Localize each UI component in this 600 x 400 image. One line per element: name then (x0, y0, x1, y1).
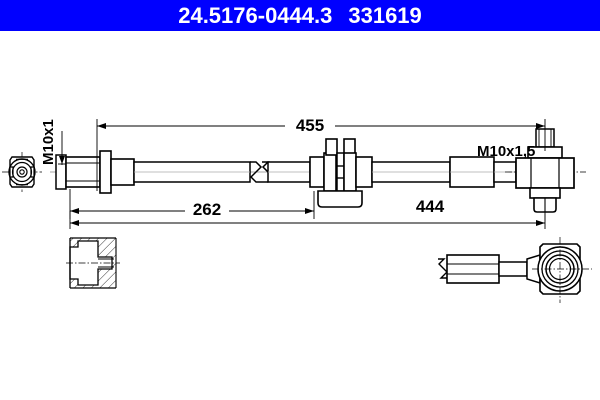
thread-label-left-text: M10x1 (40, 119, 57, 165)
left-fitting (55, 150, 135, 194)
dimension-455: 455 (96, 114, 546, 191)
hose-assembly-side-view (50, 126, 586, 221)
dimension-262: 262 (69, 189, 315, 220)
hose-right-run (371, 161, 451, 183)
dimension-444: 444 (69, 194, 546, 229)
catalog-number: 331619 (348, 2, 422, 28)
hose-mid-run (267, 161, 311, 183)
thread-label-right-text: M10x1,5 (477, 143, 535, 160)
header-banner: 24.5176-0444.3 331619 (0, 0, 600, 31)
center-bracket-clip (309, 138, 373, 208)
brake-hose-drawing: 455 262 444 (2, 114, 592, 303)
part-number: 24.5176-0444.3 (178, 2, 333, 28)
right-sleeve (449, 156, 495, 188)
banjo-fitting (505, 126, 586, 221)
dimension-262-label: 262 (193, 200, 221, 219)
thread-label-right: M10x1,5 (477, 143, 535, 160)
thread-label-left: M10x1 (40, 119, 66, 165)
dimension-444-label: 444 (416, 197, 445, 216)
hose-left-run (133, 161, 251, 183)
dimension-455-label: 455 (296, 116, 324, 135)
header-text: 24.5176-0444.3 331619 (178, 2, 422, 28)
left-end-view-detail (2, 152, 42, 192)
section-detail-left (66, 237, 120, 289)
drawing-area: 455 262 444 (0, 31, 600, 400)
banjo-eye-detail (438, 237, 592, 303)
